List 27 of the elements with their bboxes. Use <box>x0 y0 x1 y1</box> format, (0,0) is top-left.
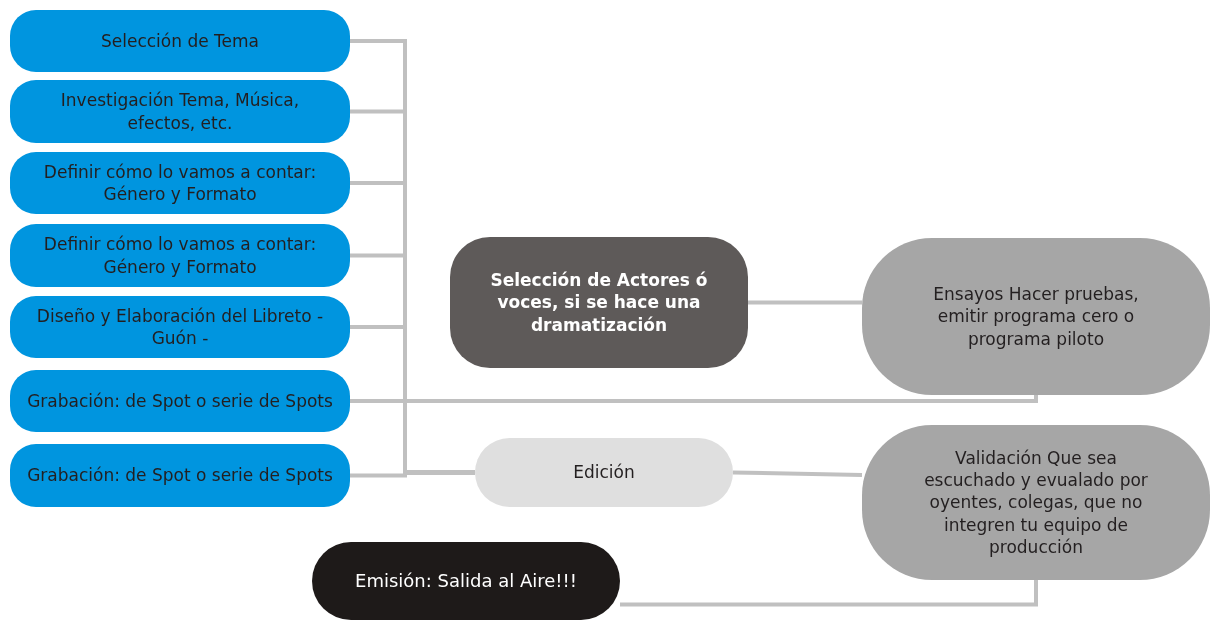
step-pill <box>862 425 1210 580</box>
step-text: Definir cómo lo vamos a contar: Género y Formato <box>42 160 318 206</box>
step-text: Diseño y Elaboración del Libreto - Guón - <box>35 304 325 350</box>
step-box <box>10 80 350 143</box>
step-pill <box>312 542 620 620</box>
step-text: Selección de Actores ó voces, si se hace una dramatización <box>489 269 709 336</box>
step-text: Grabación: de Spot o serie de Spots <box>27 389 333 413</box>
step-box <box>10 370 350 432</box>
connector-line <box>350 470 475 478</box>
step-text: Selección de Tema <box>101 29 259 53</box>
step-text: Grabación: de Spot o serie de Spots <box>27 464 333 487</box>
step-text: Emisión: Salida al Aire!!! <box>355 569 577 593</box>
step-box <box>10 224 350 287</box>
step-box <box>10 152 350 214</box>
step-pill <box>862 238 1210 395</box>
step-text: Validación Que sea escuchado y evualado por oyentes, colegas, que no integren tu equipo de producción <box>923 447 1149 558</box>
connector-line <box>748 300 862 305</box>
connector-line <box>620 580 1038 607</box>
step-box <box>10 296 350 358</box>
step-pill <box>450 237 748 368</box>
step-text: Ensayos Hacer pruebas, emitir programa cero o programa piloto <box>932 283 1140 350</box>
step-text: Investigación Tema, Música, efectos, etc. <box>59 89 301 134</box>
step-text: Edición <box>573 461 635 484</box>
connector-line <box>732 470 863 477</box>
step-box <box>10 10 350 72</box>
step-text: Definir cómo lo vamos a contar: Género y Formato <box>42 233 318 278</box>
step-box <box>10 444 350 507</box>
